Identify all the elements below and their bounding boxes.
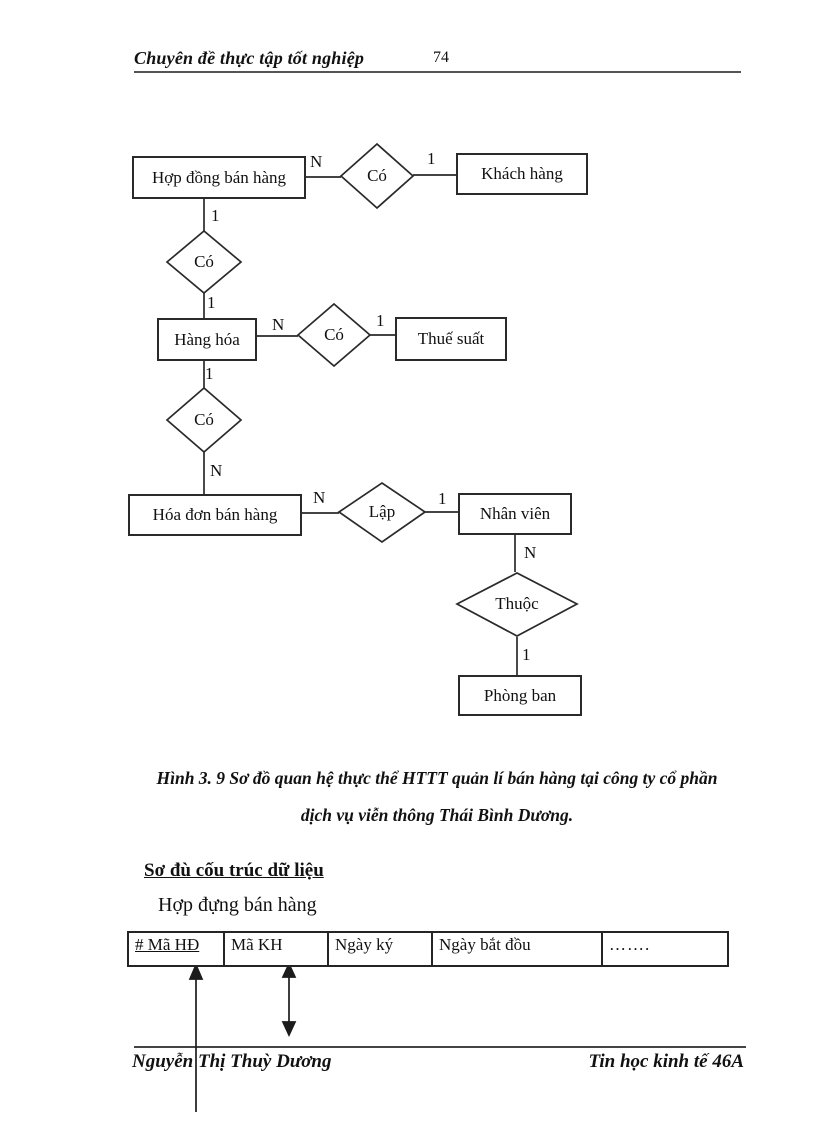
entity-hop-dong-ban-hang: Hợp đồng bán hàng [132, 156, 306, 199]
cardinality-label: 1 [427, 149, 436, 168]
figure-caption-line2: dịch vụ viễn thông Thái Bình Dương. [300, 805, 574, 825]
cardinality-label: N [210, 461, 223, 480]
table-column-dots: ……. [601, 933, 727, 965]
annotation-arrows [188, 961, 297, 1112]
footer-author: Nguyễn Thị Thuỳ Dương [132, 1051, 332, 1072]
page-header-title: Chuyên đề thực tập tốt nghiệp [134, 48, 365, 73]
up-arrow-head-icon [188, 962, 204, 980]
table-column-ngay-bat-dau: Ngày bắt đồu [431, 933, 601, 965]
entity-thue-suat: Thuế suất [395, 317, 507, 361]
table-column-ma-hd: # Mã HĐ [135, 935, 200, 954]
entity-nhan-vien: Nhân viên [458, 493, 572, 535]
relationship-co-1: Có [367, 166, 387, 185]
relationship-lap: Lập [368, 502, 396, 521]
table-title: Hợp đựng bán hàng [158, 894, 317, 916]
entity-phong-ban: Phòng ban [458, 675, 582, 716]
entity-khach-hang: Khách hàng [456, 153, 588, 195]
cardinality-label: 1 [205, 364, 214, 383]
cardinality-label: N [310, 152, 323, 171]
relationship-diamonds [165, 142, 579, 637]
table-column-ngay-ky: Ngày ký [327, 933, 431, 965]
cardinality-label: N [313, 488, 326, 507]
figure-caption: Hình 3. 9 Sơ đồ quan hệ thực thể HTTT qu… [117, 760, 757, 834]
table-column-ma-kh: Mã KH [223, 933, 327, 965]
footer-rule [134, 1046, 746, 1048]
relationship-thuoc: Thuộc [495, 594, 539, 613]
relationship-co-4: Có [194, 410, 214, 429]
relationship-co-3: Có [324, 325, 344, 344]
cardinality-label: 1 [207, 293, 216, 312]
double-arrow-bottom-head-icon [281, 1021, 297, 1038]
cardinality-label: N [272, 315, 285, 334]
entity-hang-hoa: Hàng hóa [157, 318, 257, 361]
cardinality-label: 1 [376, 311, 385, 330]
connector-lines [203, 174, 518, 675]
cardinality-label: 1 [438, 489, 447, 508]
cardinality-label: 1 [211, 206, 220, 225]
entity-hoa-don-ban-hang: Hóa đơn bán hàng [128, 494, 302, 536]
data-structure-table: # Mã HĐ Mã KH Ngày ký Ngày bắt đồu ……. [127, 931, 729, 967]
cardinality-label: N [524, 543, 537, 562]
section-heading: Sơ đù cốu trúc dữ liệu [144, 860, 324, 881]
page-number: 74 [433, 49, 449, 66]
figure-caption-line1: Hình 3. 9 Sơ đồ quan hệ thực thể HTTT qu… [156, 768, 718, 788]
footer-class-name: Tin học kinh tế 46A [588, 1051, 744, 1072]
relationship-co-2: Có [194, 252, 214, 271]
header-rule [134, 71, 741, 73]
cardinality-label: 1 [522, 645, 531, 664]
